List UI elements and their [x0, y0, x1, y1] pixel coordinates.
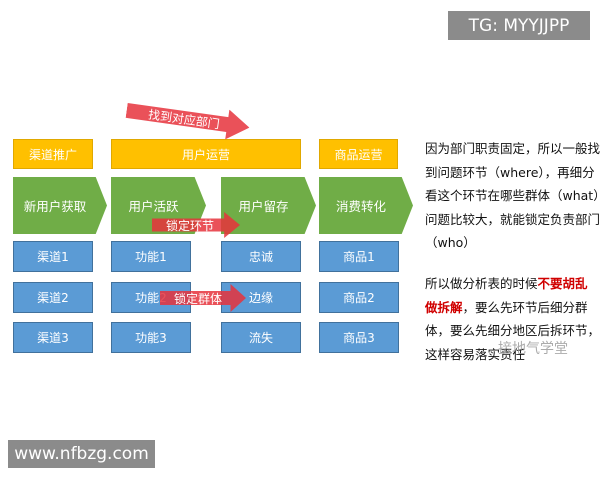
- item-box: 功能1: [111, 241, 191, 272]
- watermark-bottom: www.nfbzg.com: [8, 440, 155, 468]
- para2-prefix: 所以做分析表的时候: [425, 276, 538, 291]
- para2-suffix: ，要么先环节后细分群体，要么先细分地区后拆环节，这样容易落实责任: [425, 299, 600, 362]
- stage-acquisition: 新用户获取: [13, 177, 107, 234]
- watermark-wechat: 接地气学堂: [498, 341, 568, 357]
- arrow-find-department: 找到对应部门: [125, 96, 252, 143]
- explanation-para2: 所以做分析表的时候不要胡乱做拆解，要么先环节后细分群体，要么先细分地区后拆环节，…: [425, 272, 600, 366]
- item-box: 忠诚: [221, 241, 301, 272]
- stage-conversion: 消费转化: [319, 177, 413, 234]
- stage-label: 消费转化: [335, 199, 386, 214]
- arrow-label: 找到对应部门: [147, 106, 221, 131]
- item-box: 渠道3: [13, 322, 93, 353]
- department-user-ops: 用户运营: [111, 139, 301, 169]
- stage-label: 新用户获取: [23, 199, 87, 214]
- item-box: 流失: [221, 322, 301, 353]
- para2-highlight: 不要胡乱做拆解: [425, 276, 588, 315]
- department-channel: 渠道推广: [13, 139, 93, 169]
- item-box: 商品3: [319, 322, 399, 353]
- item-box: 商品2: [319, 282, 399, 313]
- stage-label: 用户留存: [238, 199, 289, 214]
- stage-label: 用户活跃: [128, 199, 179, 214]
- explanation-para1: 因为部门职责固定，所以一般找到问题环节（where），再细分看这个环节在哪些群体…: [425, 141, 600, 250]
- item-box: 功能3: [111, 322, 191, 353]
- arrow-label: 锁定环节: [166, 218, 215, 233]
- item-box: 渠道2: [13, 282, 93, 313]
- item-box: 渠道1: [13, 241, 93, 272]
- department-product-ops: 商品运营: [319, 139, 398, 169]
- arrow-label: 锁定群体: [174, 291, 223, 306]
- watermark-top: TG: MYYJJPP: [448, 11, 590, 40]
- item-box: 商品1: [319, 241, 399, 272]
